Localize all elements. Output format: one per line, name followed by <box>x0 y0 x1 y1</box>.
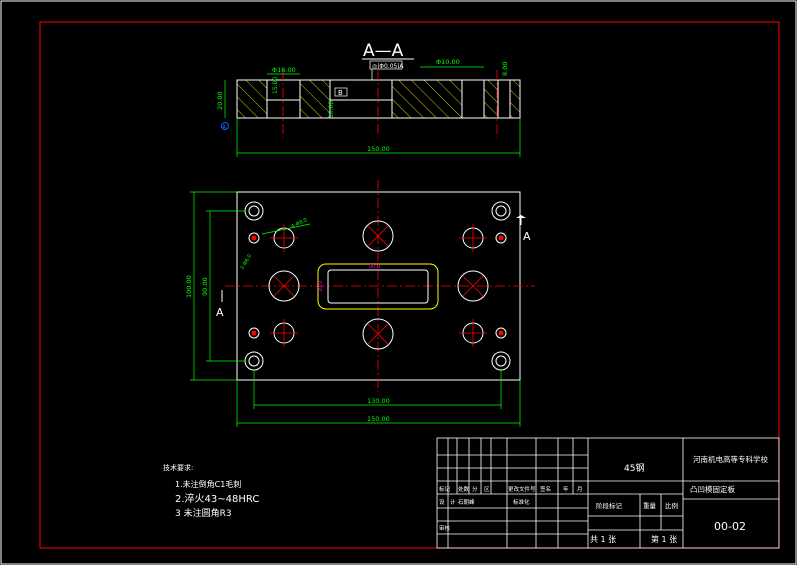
mid-hole-br <box>459 319 487 347</box>
tb-h2-4: 标准化 <box>513 498 530 506</box>
tb-sheet-no: 第 1 张 <box>651 534 677 544</box>
plan-view: 50.0 10.0 <box>185 180 535 427</box>
dim-slot-length: 50.0 <box>369 264 380 270</box>
pin-hole-tr <box>495 232 507 244</box>
section-marker-top-arrow <box>516 215 526 218</box>
dim-right-depth: 8.00 <box>501 62 509 76</box>
hole-callout-2: 2-Φ6.0 <box>240 253 254 271</box>
section-view: A—A ◎|Φ0.05|A Φ16.00 15.00 B 10.00 20.00… <box>216 41 521 157</box>
dim-right-bore: Φ10.00 <box>436 58 460 66</box>
gdt-frame-text: ◎|Φ0.05|A <box>372 63 404 70</box>
hole-callout: 4-Φ8.0 <box>290 217 308 230</box>
left-bore-step <box>266 80 301 101</box>
notes-item-3: 3 未注圆角R3 <box>175 507 232 519</box>
hatch-far-right <box>509 79 521 119</box>
drawing-frame <box>39 21 780 549</box>
tb-weight: 重量 <box>643 502 657 510</box>
dim-left-bore: Φ16.00 <box>272 66 296 74</box>
hatch-right <box>483 79 499 119</box>
dim-height: 20.00 <box>216 91 224 110</box>
hatch-left <box>236 79 268 119</box>
notes-heading: 技术要求: <box>163 463 193 472</box>
tb-h1-0: 标记 <box>439 485 451 493</box>
tb-drawing-no: 00-02 <box>714 520 746 533</box>
corner-hole-bl <box>244 351 264 371</box>
callout-b-box <box>334 87 348 97</box>
hole-callout-leader <box>261 223 311 235</box>
big-hole-top <box>362 220 394 252</box>
tb-school: 河南机电高等专科学校 <box>693 454 768 464</box>
title-block <box>436 437 780 549</box>
tb-stage-mark: 阶段标记 <box>596 501 623 510</box>
mid-hole-tl <box>270 224 298 252</box>
dim-slot-width: 10.0 <box>318 281 324 292</box>
hatch-center-right <box>391 79 463 119</box>
mid-hole-bl <box>270 319 298 347</box>
mid-hole-tr <box>459 224 487 252</box>
dim-total-width: 150.00 <box>367 145 390 153</box>
corner-hole-br <box>491 351 511 371</box>
dim-height-inner: 90.00 <box>201 277 209 296</box>
pin-hole-tl <box>248 232 260 244</box>
big-hole-right <box>457 270 489 302</box>
datum-a-label: A <box>222 124 227 131</box>
technical-notes: 技术要求: 1.未注倒角C1毛刺 2.淬火43~48HRC 3 未注圆角R3 <box>163 463 259 519</box>
dim-left-depth: 15.00 <box>272 77 279 94</box>
section-title: A—A <box>363 41 404 61</box>
corner-hole-tl <box>244 201 264 221</box>
callout-b: B <box>338 89 343 97</box>
dim-width-inner: 130.00 <box>367 397 390 405</box>
center-slot-outer <box>317 263 439 310</box>
pin-hole-bl <box>248 327 260 339</box>
big-hole-bottom <box>362 318 394 350</box>
notes-item-1: 1.未注倒角C1毛刺 <box>175 479 241 489</box>
tb-h1-2: 分 <box>472 485 478 493</box>
corner-hole-tr <box>491 201 511 221</box>
tb-review: 审核 <box>439 524 451 532</box>
tb-scale: 比例 <box>665 501 678 510</box>
tb-h1-7: 月 <box>577 486 583 493</box>
tb-h2-0: 设 <box>439 498 445 506</box>
tb-h1-1: 处数 <box>458 485 470 493</box>
tb-total-sheets: 共 1 张 <box>590 535 616 544</box>
tb-headers-row2: 设 计 石朝峰 标准化 <box>439 498 530 506</box>
tb-part-name: 凸凹模固定板 <box>690 484 735 494</box>
big-hole-left <box>268 270 300 302</box>
tb-h1-6: 年 <box>563 485 569 493</box>
section-marker-left: A <box>216 306 224 319</box>
center-slot-inner <box>327 269 429 304</box>
section-body <box>236 79 521 119</box>
tb-h2-1: 计 <box>450 498 456 506</box>
notes-item-2: 2.淬火43~48HRC <box>175 492 259 505</box>
tb-h1-5: 签名 <box>540 485 551 493</box>
section-marker-top: A <box>523 230 531 243</box>
hatch-left-mid <box>299 79 331 119</box>
tb-material: 45钢 <box>624 462 644 474</box>
dim-slot-depth: 10.00 <box>328 101 335 118</box>
tb-headers-row1: 标记 处数 分 区 更改文件号 签名 年 月 <box>439 485 583 493</box>
pin-hole-br <box>495 327 507 339</box>
tb-h1-3: 区 <box>484 486 490 493</box>
dim-width-outer: 150.00 <box>367 415 390 423</box>
tb-h1-4: 更改文件号 <box>508 485 536 493</box>
tb-h2-2: 石朝峰 <box>458 498 475 506</box>
dim-height-outer: 100.00 <box>185 275 193 298</box>
datum-marker <box>221 122 229 130</box>
gdt-frame <box>369 60 403 70</box>
